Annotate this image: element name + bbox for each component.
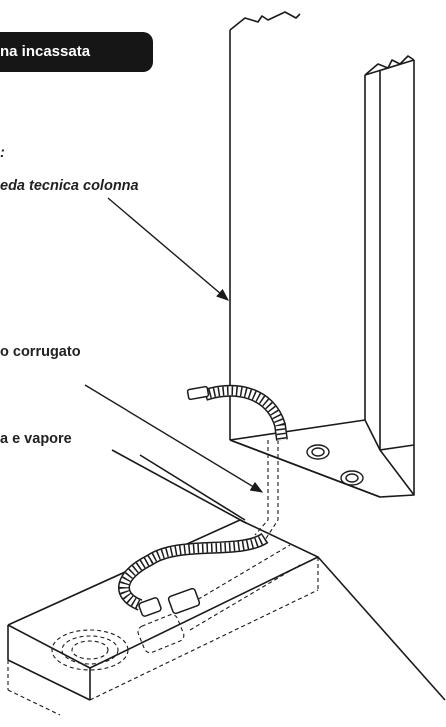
hidden-base-edges [7, 557, 319, 716]
water-steam-label: a e vapore [0, 431, 72, 447]
note-label-line2: eda tecnica colonna [0, 178, 139, 194]
column-cabinet [229, 11, 415, 498]
section-title-badge: na incassata [0, 32, 153, 72]
floor-base [7, 454, 446, 701]
corrugated-hose-label: o corrugato [0, 344, 81, 360]
hidden-hose-path [51, 440, 301, 671]
note-label-line1: : [0, 145, 5, 161]
corrugated-hose-icon [118, 384, 288, 617]
arrow-icon [84, 197, 264, 524]
column-outlet-icon [306, 444, 364, 486]
